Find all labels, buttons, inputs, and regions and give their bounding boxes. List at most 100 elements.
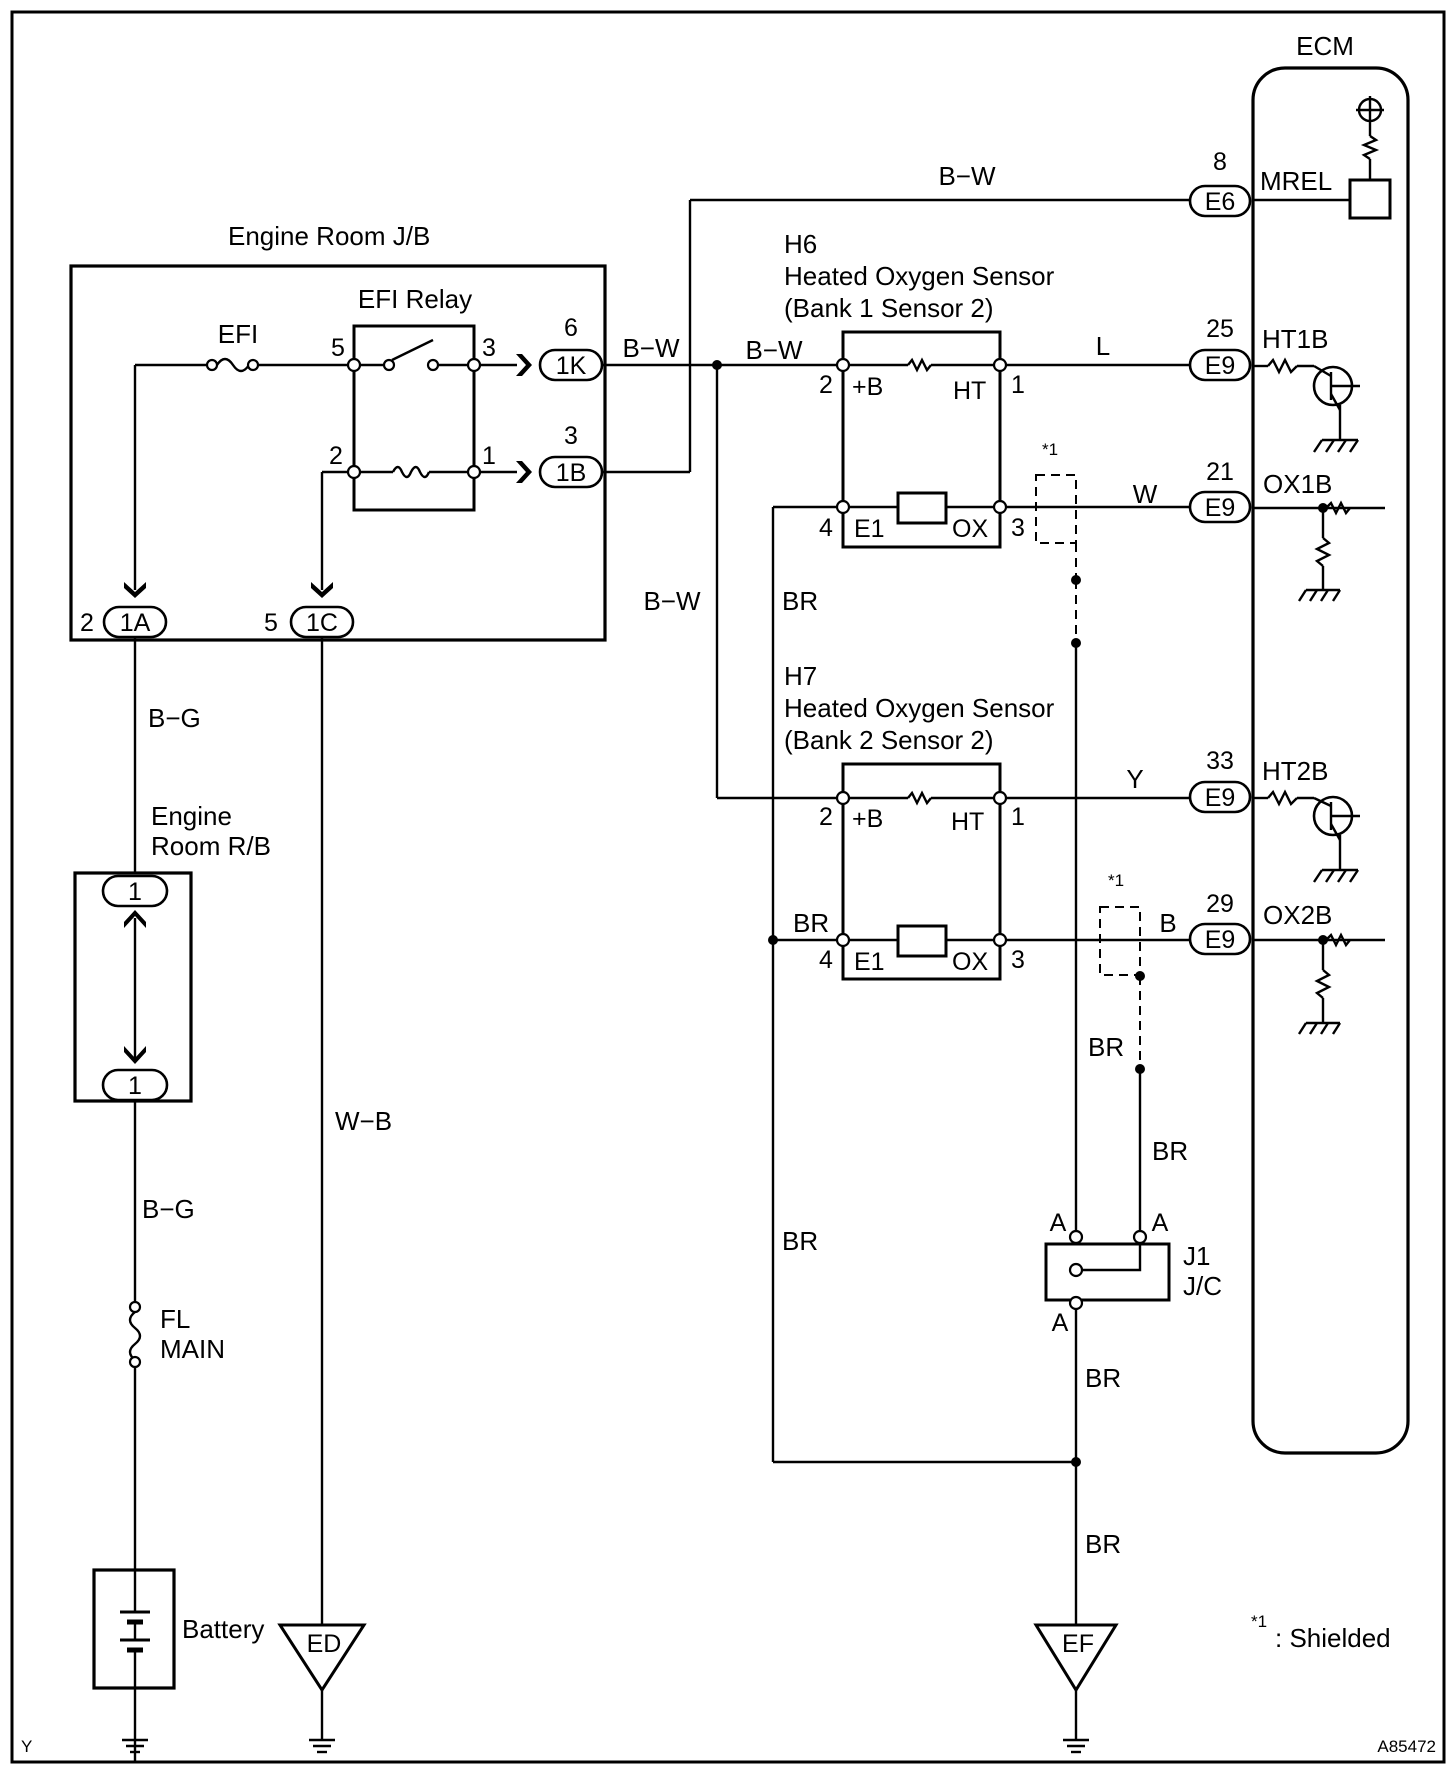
- ground-ef-triangle: [1033, 1623, 1119, 1693]
- relay-coil: [391, 465, 431, 479]
- shield-h6-box: [1035, 474, 1077, 544]
- connector-e6-label: E6: [1205, 188, 1236, 216]
- engine-room-junction-block: Engine Room J/B EFI EFI Relay 5 3 2 1 1: [69, 221, 607, 642]
- shield-h6: *1: [1035, 440, 1081, 648]
- h6-sensing-element: [896, 491, 948, 525]
- ecm-label-ox2b: OX2B: [1263, 900, 1332, 930]
- shield-marker-h7: *1: [1108, 871, 1124, 890]
- corner-letter: Y: [21, 1737, 32, 1756]
- h6-name: Heated Oxygen Sensor: [784, 261, 1055, 291]
- diagram-frame: [10, 10, 1446, 1764]
- h6-label-e1: E1: [854, 515, 885, 543]
- resistor-ox2b-shunt: [1314, 969, 1332, 999]
- wire-br-shield2-lower-label: BR: [1152, 1136, 1188, 1166]
- h7-pin-2: 2: [819, 803, 833, 831]
- ecm-label-ox1b: OX1B: [1263, 469, 1332, 499]
- wire-1k-label: B−W: [622, 333, 680, 363]
- pin-25: 25: [1206, 315, 1234, 343]
- wire-vertical-bw-label: B−W: [643, 586, 701, 616]
- h7-position: (Bank 2 Sensor 2): [784, 725, 994, 755]
- h7-label-b: +B: [852, 805, 883, 833]
- h6-code: H6: [784, 229, 817, 259]
- resistor-ht2b: [1267, 789, 1298, 807]
- pin-6: 6: [564, 314, 578, 342]
- efi-fuse: [216, 357, 250, 373]
- h7-code: H7: [784, 661, 817, 691]
- wire-br-h7-label: BR: [793, 908, 829, 938]
- resistor-ox1b-shunt: [1314, 537, 1332, 567]
- ecm-label-ht1b: HT1B: [1262, 324, 1328, 354]
- h7-label-ox: OX: [952, 948, 988, 976]
- h7-name: Heated Oxygen Sensor: [784, 693, 1055, 723]
- pin-8: 8: [1213, 148, 1227, 176]
- wire-br-mid-label: BR: [782, 1226, 818, 1256]
- ecm-box: [1251, 66, 1410, 1455]
- connector-1b-label: 1B: [556, 459, 587, 487]
- rb-connector-top: [101, 874, 169, 908]
- ground-ef-icon: [1063, 1738, 1089, 1754]
- wire-bg-lower-label: B−G: [142, 1194, 195, 1224]
- battery-ground-icon: [122, 1738, 148, 1754]
- wire-br-shield2-label: BR: [1088, 1032, 1124, 1062]
- arrow-1c: [311, 582, 333, 598]
- h6-position: (Bank 1 Sensor 2): [784, 293, 994, 323]
- wire-br-upper-label: BR: [782, 586, 818, 616]
- h7-pin-3: 3: [1011, 946, 1025, 974]
- relay-block-title-1: Engine: [151, 801, 232, 831]
- h6-pin-4: 4: [819, 514, 833, 542]
- connector-e9-ox2b-label: E9: [1205, 926, 1236, 954]
- shield-note: *1 : Shielded: [1251, 1612, 1391, 1653]
- relay-pin-1: 1: [482, 442, 496, 470]
- pin-2-1a: 2: [80, 609, 94, 637]
- shield-h7: *1: [1099, 871, 1145, 1074]
- pin-29: 29: [1206, 890, 1234, 918]
- jb-box: [69, 264, 607, 642]
- jb-title: Engine Room J/B: [228, 221, 430, 251]
- resistor-ox1b-series: [1325, 500, 1351, 516]
- relay-switch: [391, 338, 434, 362]
- h7-box: [841, 762, 1002, 981]
- relay-title: EFI Relay: [358, 284, 472, 314]
- ground-ef-label: EF: [1062, 1630, 1094, 1658]
- shield-note-text: : Shielded: [1275, 1623, 1391, 1653]
- relay-pin-3: 3: [482, 334, 496, 362]
- ecm-title: ECM: [1296, 31, 1354, 61]
- wire-br-ground-label: BR: [1085, 1529, 1121, 1559]
- figure-id: A85472: [1377, 1737, 1436, 1756]
- arrow-rb-down: [124, 1046, 146, 1064]
- efi-fuse-label: EFI: [218, 319, 258, 349]
- arrow-1b: [516, 461, 532, 483]
- h7-label-e1: E1: [854, 948, 885, 976]
- relay-pin-2: 2: [329, 442, 343, 470]
- arrow-rb-up: [124, 910, 146, 928]
- battery-label: Battery: [182, 1614, 264, 1644]
- fl-label-2: MAIN: [160, 1334, 225, 1364]
- fl-label-1: FL: [160, 1304, 190, 1334]
- h6-box: [841, 330, 1002, 549]
- arrow-1a: [124, 582, 146, 598]
- connector-1k-label: 1K: [556, 352, 587, 380]
- ground-ed-triangle: [277, 1623, 367, 1693]
- shield-marker-h6: *1: [1042, 440, 1058, 459]
- h7-label-ht: HT: [951, 808, 984, 836]
- signal-wires: L W Y B: [1006, 331, 1190, 942]
- splice-br-ground: [1071, 1457, 1081, 1467]
- relay-block-title-2: Room R/B: [151, 831, 271, 861]
- relay-pin-5: 5: [331, 334, 345, 362]
- ecm-block: ECM: [1251, 31, 1410, 1455]
- h6-pin-2: 2: [819, 371, 833, 399]
- ground-ed-label: ED: [307, 1630, 342, 1658]
- connector-1c-label: 1C: [306, 609, 338, 637]
- h7-sensing-element: [896, 924, 948, 958]
- j1-junction-connector: [1044, 1242, 1171, 1302]
- shield-h7-box: [1099, 906, 1141, 976]
- ecm-connectors: E6 8 E9 25 E9 21 E9 33 E9 29: [1188, 148, 1252, 956]
- h6-label-b: +B: [852, 373, 883, 401]
- resistor-ht1b: [1267, 357, 1298, 375]
- connector-e9-ht2b-label: E9: [1205, 784, 1236, 812]
- j1-pin-a-top-right: A: [1152, 1209, 1169, 1237]
- wire-bg-upper-label: B−G: [148, 703, 201, 733]
- h6-label-ox: OX: [952, 515, 988, 543]
- resistor-ox2b-series: [1325, 932, 1351, 948]
- br-ground-network: BR BR BR BR BR A A A J1 J/C BR BR EF: [768, 505, 1222, 1754]
